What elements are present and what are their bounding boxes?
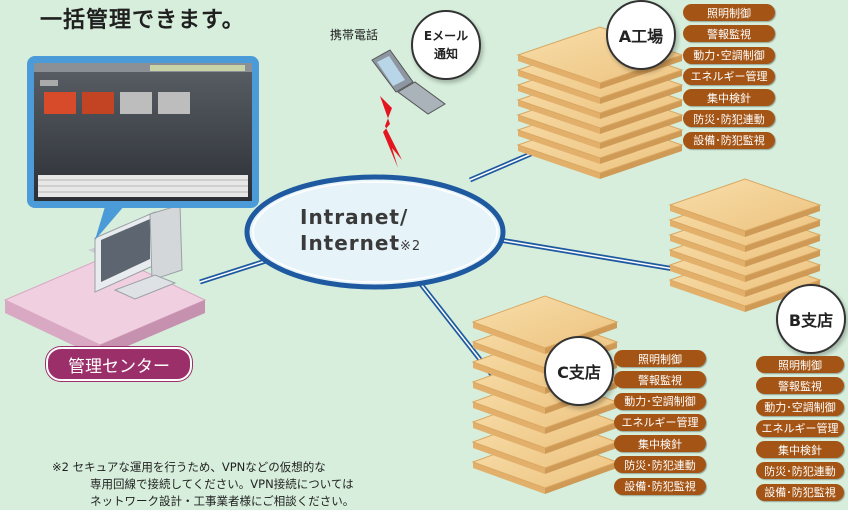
- building-floor-side: [518, 145, 600, 179]
- footnote-line1: ※2 セキュアな運用を行うため、VPNなどの仮想的な: [52, 460, 326, 474]
- building-floor-side: [600, 115, 682, 149]
- site-b-service-item: 警報監視: [756, 377, 844, 395]
- building-floor-side: [473, 462, 545, 494]
- building-floor-side: [473, 442, 545, 474]
- building-floor-side: [600, 100, 682, 134]
- building-floor-side: [670, 280, 745, 312]
- site-c-service-item: 警報監視: [614, 371, 706, 389]
- building-floor-side: [745, 235, 820, 267]
- building-floor-side: [473, 402, 545, 434]
- site-a-service-item: 防災･防犯連動: [683, 110, 775, 128]
- site-a-service-item: エネルギー管理: [683, 67, 775, 85]
- site-b-service-item: 防災･防犯連動: [756, 462, 844, 480]
- building-floor-side: [670, 265, 745, 297]
- building-floor-side: [473, 322, 545, 354]
- network-note: ※2: [400, 239, 422, 254]
- site-a-service-item: 警報監視: [683, 25, 775, 43]
- building-floor-side: [545, 462, 617, 494]
- site-c-service-item: 防災･防犯連動: [614, 456, 706, 474]
- building-floor-side: [473, 382, 545, 414]
- site-c-services: 照明制御 警報監視 動力･空調制御 エネルギー管理 集中検針 防災･防犯連動 設…: [614, 350, 706, 495]
- site-a-service-item: 設備･防犯監視: [683, 131, 775, 149]
- footnote: ※2 セキュアな運用を行うため、VPNなどの仮想的な 専用回線で接続してください…: [52, 459, 432, 510]
- building-floor-side: [600, 85, 682, 119]
- site-a-service-item: 集中検針: [683, 89, 775, 107]
- site-b-service-item: 動力･空調制御: [756, 398, 844, 416]
- site-a-service-item: 動力･空調制御: [683, 46, 775, 64]
- site-c-badge: C支店: [544, 336, 614, 406]
- network-cloud: [244, 174, 506, 290]
- building-floor-side: [518, 130, 600, 164]
- email-notice-line1: Eメール: [423, 29, 469, 43]
- wireless-signal-icon: [380, 96, 402, 168]
- building-floor-side: [545, 402, 617, 434]
- building-floor-side: [670, 205, 745, 237]
- building-floor-side: [473, 362, 545, 394]
- building-floor-side: [600, 145, 682, 179]
- building-floor-side: [670, 220, 745, 252]
- building-floor-side: [670, 235, 745, 267]
- email-notice-badge: Eメール 通知: [411, 10, 481, 80]
- building-floor-side: [670, 250, 745, 282]
- building-floor-side: [745, 250, 820, 282]
- site-b-services: 照明制御 警報監視 動力･空調制御 エネルギー管理 集中検針 防災･防犯連動 設…: [756, 356, 844, 501]
- building-floor-side: [745, 205, 820, 237]
- headline: 一括管理できます。: [40, 8, 245, 33]
- building-floor: [668, 178, 822, 232]
- footnote-line2: 専用回線で接続してください。VPN接続については: [90, 477, 354, 491]
- phone-label: 携帯電話: [330, 28, 379, 42]
- site-b-service-item: 集中検針: [756, 441, 844, 459]
- site-c-service-item: 照明制御: [614, 350, 706, 367]
- buildings: [471, 26, 822, 494]
- site-c-service-item: エネルギー管理: [614, 413, 706, 431]
- monitor-screenshot: [27, 56, 259, 240]
- site-a-services: 照明制御 警報監視 動力･空調制御 エネルギー管理 集中検針 防災･防犯連動 設…: [683, 4, 775, 149]
- building-b: [668, 178, 822, 312]
- site-b-service-item: エネルギー管理: [756, 419, 844, 437]
- network-line1: Intranet/: [300, 205, 409, 229]
- site-c-service-item: 集中検針: [614, 435, 706, 453]
- email-notice-line2: 通知: [433, 47, 458, 61]
- phone-icon: [371, 49, 446, 115]
- building-floor-side: [745, 220, 820, 252]
- building-floor-side: [518, 100, 600, 134]
- site-b-service-item: 設備･防犯監視: [756, 483, 844, 501]
- building-a: [516, 26, 684, 179]
- site-b-service-item: 照明制御: [756, 356, 844, 373]
- building-floor-side: [518, 115, 600, 149]
- management-center-label: 管理センター: [46, 347, 192, 381]
- building-floor-side: [545, 442, 617, 474]
- building-floor-side: [518, 70, 600, 104]
- building-floor-side: [473, 342, 545, 374]
- network-label: Intranet/ Internet※2: [300, 204, 440, 260]
- building-floor-side: [545, 422, 617, 454]
- site-c-service-item: 動力･空調制御: [614, 392, 706, 410]
- network-line2: Internet: [300, 231, 401, 255]
- building-floor-side: [518, 85, 600, 119]
- building-floor: [471, 295, 619, 349]
- site-c-service-item: 設備･防犯監視: [614, 477, 706, 495]
- building-floor-side: [518, 55, 600, 89]
- building-floor-side: [600, 130, 682, 164]
- building-floor-side: [745, 265, 820, 297]
- building-floor-side: [600, 70, 682, 104]
- site-a-badge: A工場: [606, 0, 676, 70]
- site-b-badge: B支店: [776, 284, 846, 354]
- site-a-service-item: 照明制御: [683, 4, 775, 21]
- building-floor-side: [473, 422, 545, 454]
- building-floor-side: [600, 55, 682, 89]
